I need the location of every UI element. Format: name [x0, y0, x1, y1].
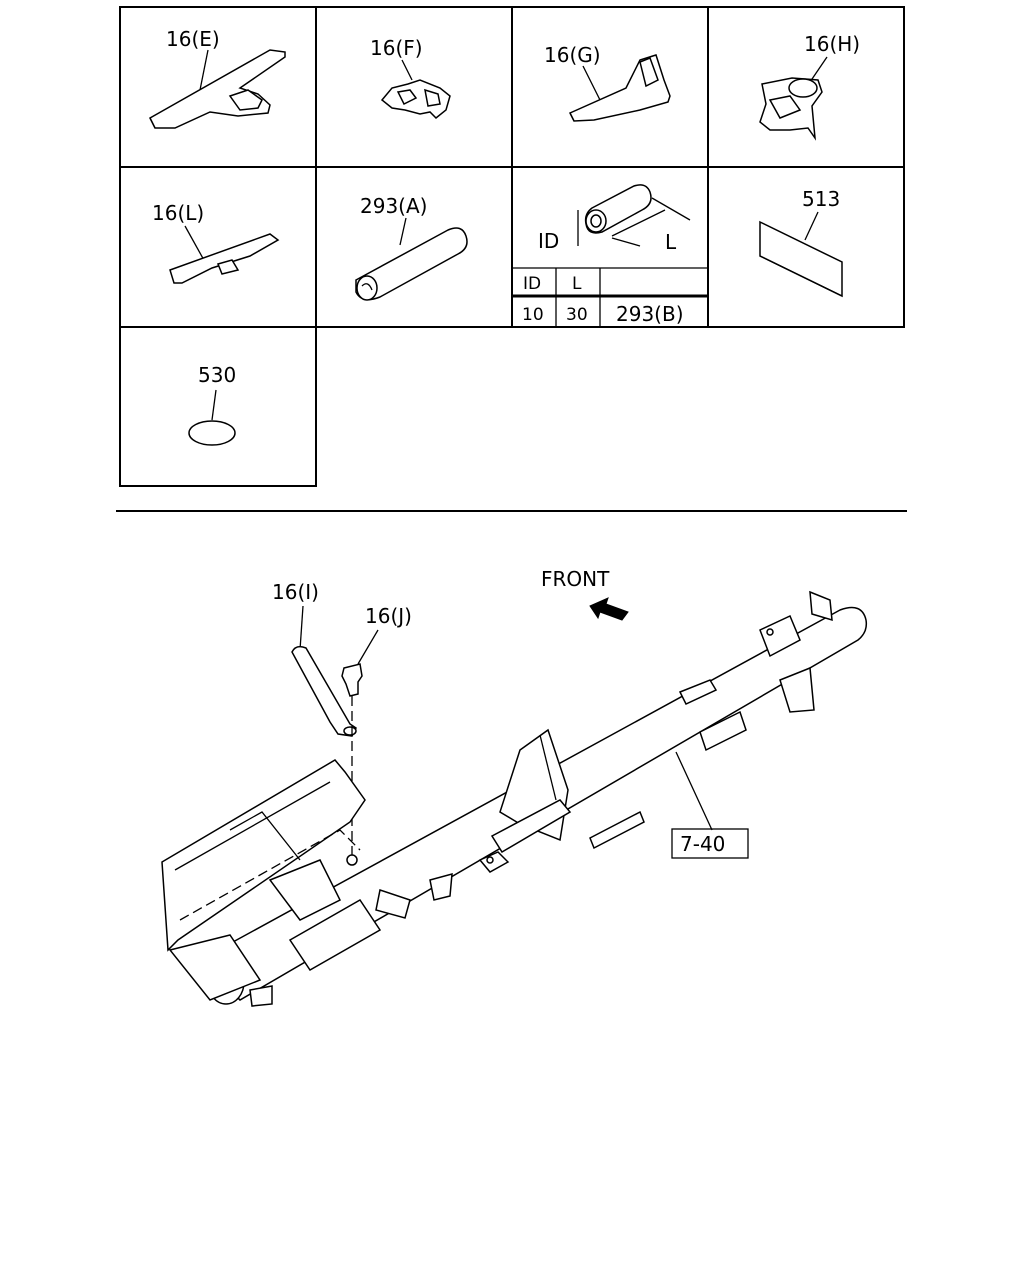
pad-513-shape — [759, 220, 843, 298]
strap-16i-shape — [291, 645, 357, 737]
part-cell-16e: 16(E) — [149, 27, 286, 129]
part-cell-dimension: ID L — [538, 184, 691, 254]
frame-reference: 7-40 — [671, 751, 749, 859]
part-cell-513: 513 — [759, 187, 843, 298]
table-cell-id: 10 — [522, 305, 544, 325]
table-header-id: ID — [523, 274, 541, 294]
grommet-530-shape — [188, 420, 236, 446]
parts-grid — [119, 6, 905, 487]
clip-16e-shape — [149, 49, 286, 129]
frame-ref-label: 7-40 — [680, 832, 725, 856]
part-label-293a: 293(A) — [360, 194, 427, 218]
dimension-table: ID L 10 30 293(B) — [512, 267, 708, 327]
part-label-16f: 16(F) — [370, 36, 423, 60]
part-label-530: 530 — [198, 363, 236, 387]
part-label-16h: 16(H) — [804, 32, 860, 56]
part-label-513: 513 — [802, 187, 840, 211]
part-label-16l: 16(L) — [152, 201, 204, 225]
table-header-l: L — [572, 274, 582, 294]
part-cell-530: 530 — [188, 363, 236, 446]
part-label-16e: 16(E) — [166, 27, 220, 51]
part-cell-16l: 16(L) — [152, 201, 280, 284]
front-arrow-icon — [589, 597, 629, 621]
front-indicator: FRONT — [541, 567, 629, 621]
callout-16j: 16(J) — [341, 604, 412, 860]
callout-label-16i: 16(I) — [272, 580, 319, 604]
part-cell-16f: 16(F) — [370, 36, 451, 120]
front-label: FRONT — [541, 567, 610, 591]
part-cell-16g: 16(G) — [544, 43, 671, 122]
dimension-l-label: L — [665, 230, 677, 254]
part-cell-16h: 16(H) — [759, 32, 860, 141]
part-label-16g: 16(G) — [544, 43, 601, 67]
part-cell-293a: 293(A) — [355, 194, 468, 301]
table-cell-l: 30 — [566, 305, 588, 325]
dimension-id-label: ID — [538, 229, 559, 253]
callout-label-16j: 16(J) — [365, 604, 412, 628]
table-cell-part: 293(B) — [616, 302, 684, 326]
clip-16f-shape — [380, 79, 451, 120]
clip-16l-shape — [169, 233, 280, 284]
callout-16i: 16(I) — [272, 580, 357, 737]
frame-ref-box — [671, 828, 749, 859]
chassis-frame-drawing — [161, 590, 868, 1007]
clip-16j-shape — [341, 663, 363, 697]
